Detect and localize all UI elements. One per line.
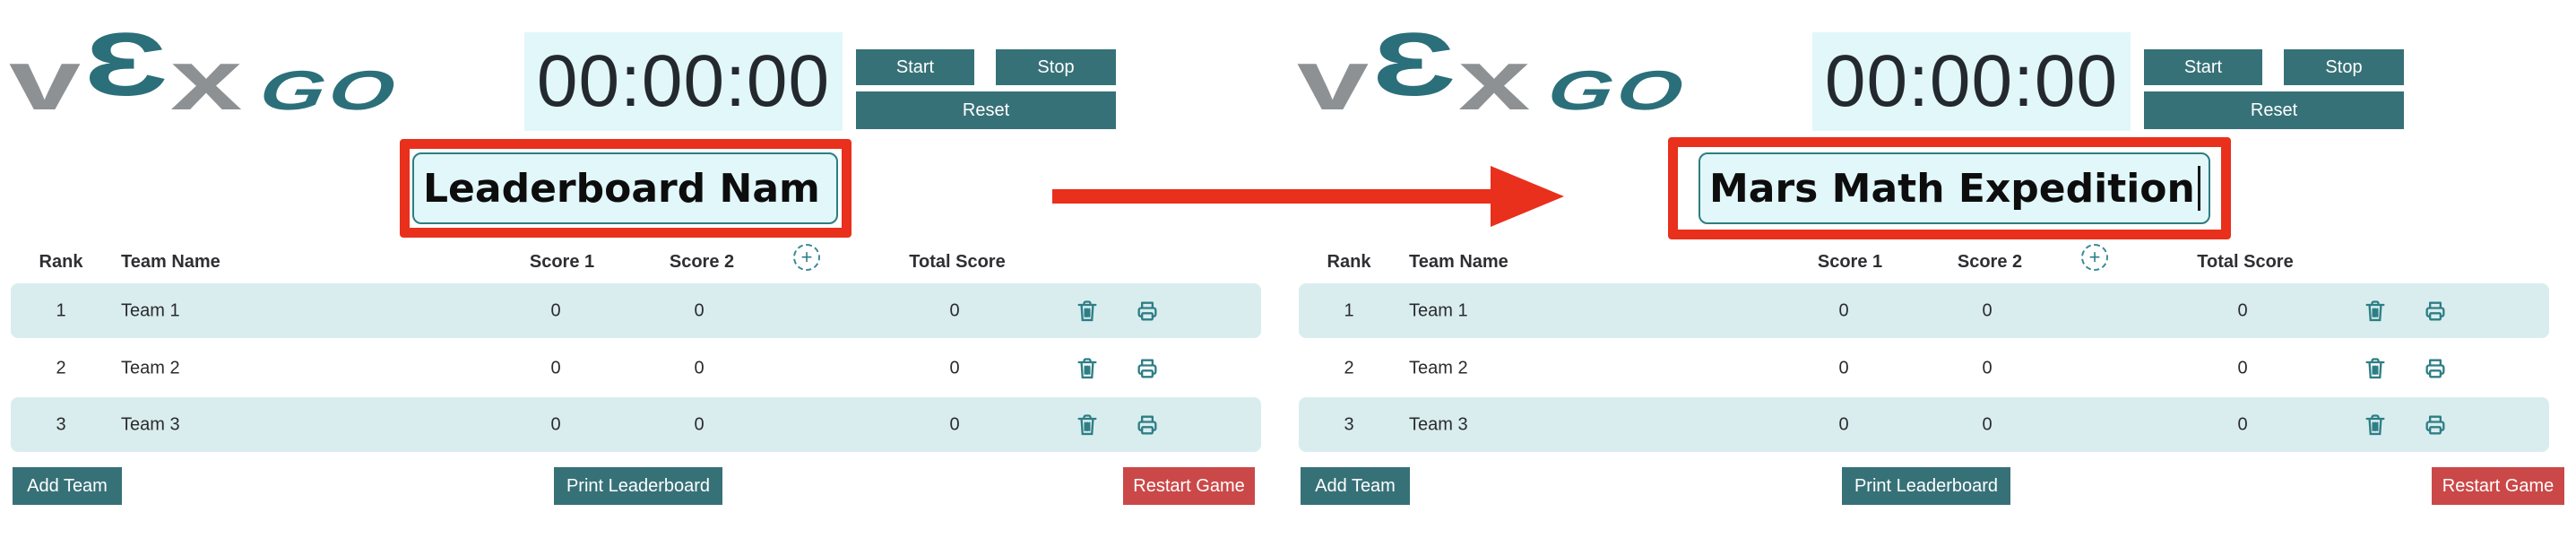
rank-cell: 2 (56, 358, 66, 378)
logo-letter-v: v (9, 32, 82, 128)
delete-team-icon[interactable] (2363, 356, 2388, 381)
print-team-icon[interactable] (2423, 412, 2448, 438)
print-leaderboard-button[interactable]: Print Leaderboard (1842, 467, 2010, 505)
leaderboard-panel-after: v Ɛ x GO 00:00:00 Start Stop Reset Mars … (1288, 0, 2576, 547)
header-score1: Score 1 (1817, 252, 1883, 272)
delete-team-icon[interactable] (2363, 299, 2388, 324)
print-team-icon[interactable] (2423, 356, 2448, 381)
header-score1: Score 1 (529, 252, 595, 272)
add-score-column-icon[interactable]: + (793, 244, 820, 271)
delete-team-icon[interactable] (1075, 299, 1100, 324)
score2-cell[interactable]: 0 (1982, 300, 1993, 320)
annotation-arrow-head (1491, 166, 1564, 227)
leaderboard-name-input[interactable]: Mars Math Expedition (1699, 152, 2210, 224)
score1-cell[interactable]: 0 (1838, 414, 1849, 434)
logo-letter-e: Ɛ (1371, 14, 1457, 115)
print-team-icon[interactable] (1135, 299, 1160, 324)
score2-cell[interactable]: 0 (694, 300, 705, 320)
score1-cell[interactable]: 0 (1838, 358, 1849, 378)
score2-cell[interactable]: 0 (694, 358, 705, 378)
table-row: 2 Team 2 0 0 0 (1299, 341, 2549, 395)
add-team-button[interactable]: Add Team (1301, 467, 1410, 505)
table-row: 2 Team 2 0 0 0 (11, 341, 1261, 395)
header-total-score: Total Score (2197, 252, 2294, 272)
team-name-cell[interactable]: Team 3 (1409, 414, 1468, 434)
timer-display: 00:00:00 (524, 32, 843, 131)
stop-button[interactable]: Stop (2284, 49, 2404, 85)
annotation-box (400, 139, 851, 238)
reset-button[interactable]: Reset (2144, 91, 2404, 129)
score1-cell[interactable]: 0 (550, 414, 561, 434)
score1-cell[interactable]: 0 (550, 358, 561, 378)
restart-game-button[interactable]: Restart Game (1123, 467, 1255, 505)
header-team-name: Team Name (1409, 252, 1508, 272)
annotation-box (1668, 137, 2231, 239)
add-score-column-icon[interactable]: + (2081, 244, 2108, 271)
timer-display: 00:00:00 (1812, 32, 2131, 131)
logo-letter-e: Ɛ (83, 14, 169, 115)
text-cursor (2197, 166, 2200, 211)
table-row: 3 Team 3 0 0 0 (1299, 397, 2549, 452)
header-rank: Rank (1327, 252, 1371, 272)
team-name-cell[interactable]: Team 3 (121, 414, 180, 434)
table-row: 3 Team 3 0 0 0 (11, 397, 1261, 452)
total-score-cell: 0 (2237, 414, 2248, 434)
team-name-cell[interactable]: Team 2 (121, 358, 180, 378)
leaderboard-name-input[interactable]: Leaderboard Nam (412, 152, 838, 224)
score1-cell[interactable]: 0 (1838, 300, 1849, 320)
reset-button[interactable]: Reset (856, 91, 1116, 129)
leaderboard-name-value: Leaderboard Nam (423, 165, 820, 212)
restart-game-button[interactable]: Restart Game (2432, 467, 2564, 505)
leaderboard-name-value: Mars Math Expedition (1709, 165, 2195, 212)
total-score-cell: 0 (949, 358, 960, 378)
total-score-cell: 0 (2237, 358, 2248, 378)
rank-cell: 1 (56, 300, 66, 320)
total-score-cell: 0 (949, 300, 960, 320)
delete-team-icon[interactable] (1075, 412, 1100, 438)
total-score-cell: 0 (2237, 300, 2248, 320)
vex-go-logo: v Ɛ x GO (9, 20, 403, 136)
header-rank: Rank (39, 252, 83, 272)
logo-letter-x: x (1458, 32, 1531, 128)
header-team-name: Team Name (121, 252, 220, 272)
add-team-button[interactable]: Add Team (13, 467, 122, 505)
score2-cell[interactable]: 0 (1982, 414, 1993, 434)
score1-cell[interactable]: 0 (550, 300, 561, 320)
print-team-icon[interactable] (2423, 299, 2448, 324)
header-score2: Score 2 (1957, 252, 2023, 272)
rank-cell: 3 (1344, 414, 1354, 434)
vex-go-logo: v Ɛ x GO (1297, 20, 1691, 136)
print-leaderboard-button[interactable]: Print Leaderboard (554, 467, 722, 505)
rank-cell: 3 (56, 414, 66, 434)
team-name-cell[interactable]: Team 1 (121, 300, 180, 320)
print-team-icon[interactable] (1135, 356, 1160, 381)
annotation-arrow (1052, 189, 1491, 204)
logo-go: GO (1543, 60, 1692, 122)
rank-cell: 2 (1344, 358, 1354, 378)
header-total-score: Total Score (909, 252, 1006, 272)
rank-cell: 1 (1344, 300, 1354, 320)
score2-cell[interactable]: 0 (694, 414, 705, 434)
table-row: 1 Team 1 0 0 0 (11, 283, 1261, 338)
logo-go: GO (255, 60, 404, 122)
total-score-cell: 0 (949, 414, 960, 434)
team-name-cell[interactable]: Team 1 (1409, 300, 1468, 320)
start-button[interactable]: Start (2144, 49, 2262, 85)
score2-cell[interactable]: 0 (1982, 358, 1993, 378)
delete-team-icon[interactable] (1075, 356, 1100, 381)
print-team-icon[interactable] (1135, 412, 1160, 438)
logo-letter-v: v (1297, 32, 1370, 128)
table-row: 1 Team 1 0 0 0 (1299, 283, 2549, 338)
leaderboard-panel-before: v Ɛ x GO 00:00:00 Start Stop Reset Leade… (9, 20, 1261, 505)
logo-letter-x: x (170, 32, 243, 128)
team-name-cell[interactable]: Team 2 (1409, 358, 1468, 378)
stop-button[interactable]: Stop (996, 49, 1116, 85)
start-button[interactable]: Start (856, 49, 974, 85)
header-score2: Score 2 (669, 252, 735, 272)
delete-team-icon[interactable] (2363, 412, 2388, 438)
